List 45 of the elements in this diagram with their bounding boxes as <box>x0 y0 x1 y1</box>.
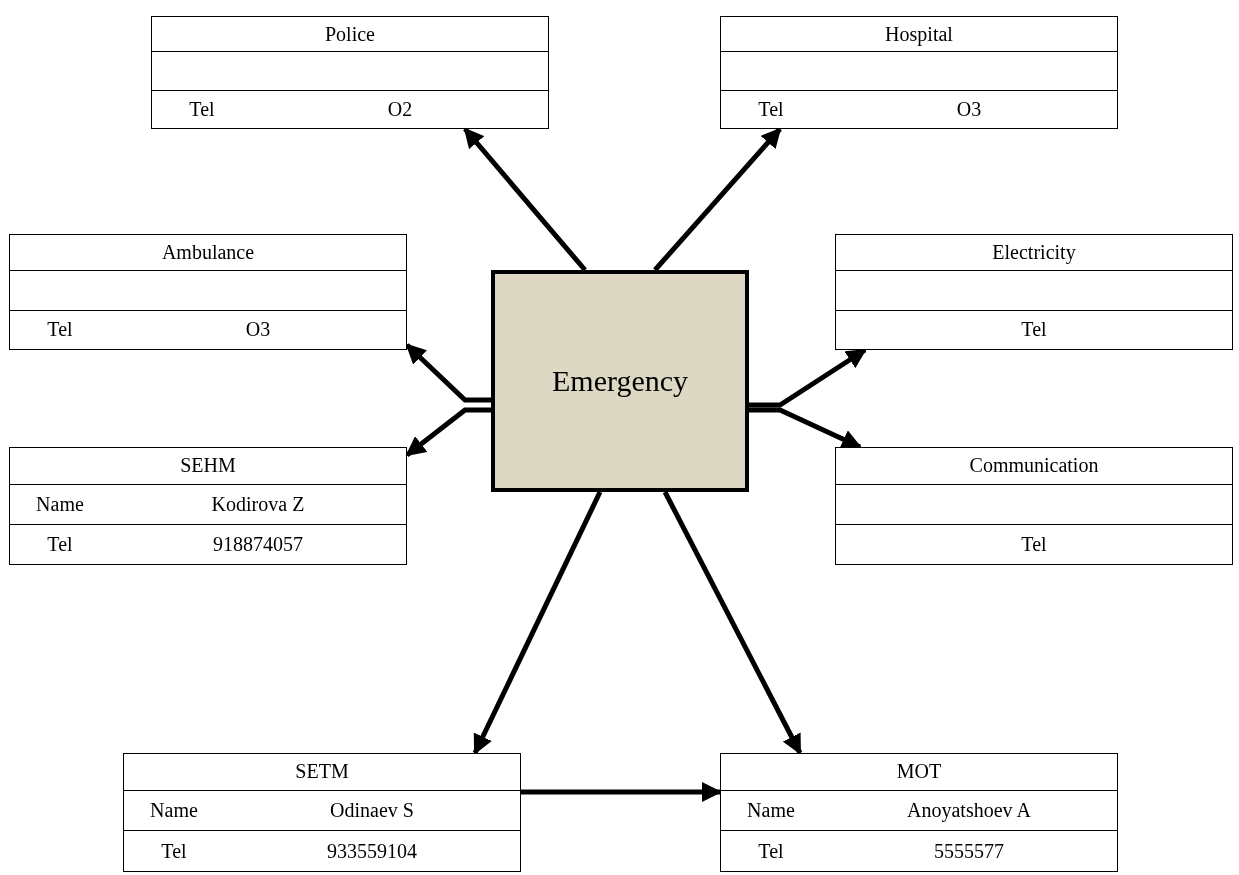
field-label: Name <box>746 799 796 823</box>
field-label: Tel <box>1020 318 1048 342</box>
field-value: O3 <box>244 318 272 342</box>
arrow <box>662 490 803 755</box>
arrow <box>463 127 587 272</box>
table-header: SETM <box>294 760 350 784</box>
contact-table <box>720 753 1118 872</box>
field-label: Tel <box>757 839 785 863</box>
table-header: SEHM <box>179 454 237 478</box>
field-label: Tel <box>188 97 216 121</box>
field-value: 5555577 <box>933 839 1005 863</box>
arrow <box>472 490 603 755</box>
contact-table <box>151 16 549 129</box>
arrow <box>521 782 722 802</box>
table-header: Electricity <box>991 241 1077 264</box>
arrow <box>653 127 782 272</box>
field-value: Kodirova Z <box>210 492 306 516</box>
emergency-box <box>491 270 749 492</box>
field-label: Tel <box>160 839 188 863</box>
table-header: MOT <box>895 760 943 784</box>
table-header: Hospital <box>884 22 954 46</box>
contact-table <box>123 753 521 872</box>
arrow <box>405 343 491 403</box>
field-value: Odinaev S <box>329 799 415 823</box>
field-label: Name <box>149 799 199 823</box>
field-label: Tel <box>46 318 74 342</box>
contact-table <box>835 234 1233 350</box>
box-title: Emergency <box>551 364 689 398</box>
field-label: Name <box>35 492 85 516</box>
contact-table <box>835 447 1233 565</box>
table-header: Ambulance <box>160 241 256 264</box>
field-value: O3 <box>955 97 983 121</box>
contact-table <box>9 234 407 350</box>
field-label: Tel <box>757 97 785 121</box>
contact-table <box>9 447 407 565</box>
arrow <box>405 407 491 457</box>
table-header: Police <box>324 22 376 46</box>
field-value: 918874057 <box>212 532 304 556</box>
field-value: O2 <box>386 97 414 121</box>
field-value: Anoyatshoev A <box>906 799 1032 823</box>
contact-table <box>720 16 1118 129</box>
field-value: 933559104 <box>326 839 418 863</box>
table-header: Communication <box>968 454 1100 478</box>
field-label: Tel <box>46 532 74 556</box>
field-label: Tel <box>1020 532 1048 556</box>
